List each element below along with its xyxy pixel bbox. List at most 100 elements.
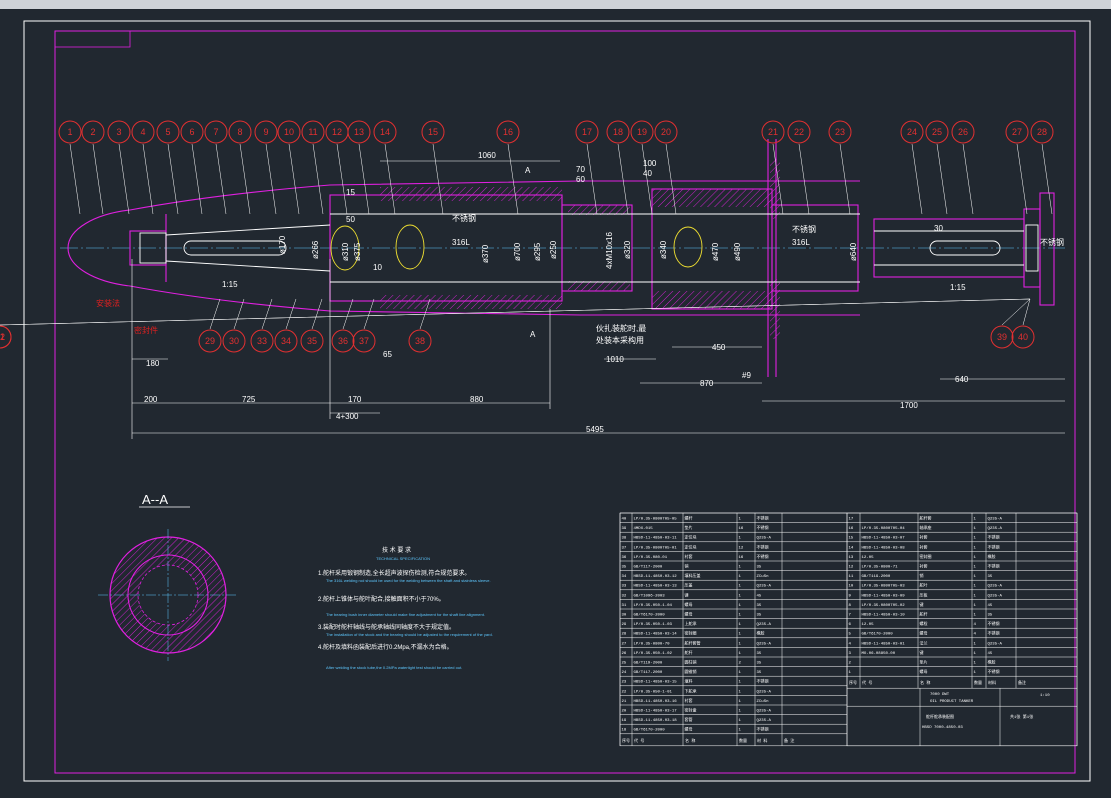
bom-cell-q: 1 <box>974 604 977 608</box>
bom-cell-name: 填料压盖 <box>685 572 701 579</box>
hatched-sections <box>380 159 780 339</box>
balloon-label: 29 <box>205 336 215 346</box>
section-a-a-view <box>98 529 238 661</box>
bom-cell-no: 20 <box>622 710 627 714</box>
balloon-label: 37 <box>359 336 369 346</box>
bom-cell-name: 螺母 <box>920 668 928 675</box>
bom-cell-name: 螺母 <box>685 726 693 733</box>
balloon-label: 18 <box>613 127 623 137</box>
material-cloud-marks <box>330 224 703 271</box>
balloon-4: 4 <box>131 120 155 144</box>
bom-header-right: 代 号 <box>862 679 872 686</box>
balloon-25: 25 <box>925 120 949 144</box>
corner-stamp-box <box>54 30 131 48</box>
balloon-32: 32 <box>0 325 12 349</box>
bom-cell-no: 4 <box>849 642 852 646</box>
outer-frame <box>23 20 1091 782</box>
bom-cell-code: LP/0.35-080-01 <box>634 555 668 560</box>
bracket-note-2: 处装本采构用 <box>596 335 644 345</box>
dia-490: ø490 <box>733 242 742 261</box>
bom-cell-name: 衬套 <box>685 697 693 704</box>
balloon-label: 13 <box>354 127 364 137</box>
balloon-label: 36 <box>338 336 348 346</box>
balloon-label: 33 <box>257 336 267 346</box>
bom-cell-code: LP/0.35-0800705-01 <box>634 545 678 550</box>
balloon-label: 30 <box>229 336 239 346</box>
bom-cell-no: 16 <box>849 527 854 531</box>
bom-cell-mat: 橡胶 <box>988 553 996 560</box>
bom-cell-no: 5 <box>849 633 852 637</box>
bom-cell-code: GB/T1096-2003 <box>634 593 666 598</box>
material-label-5: 不锈钢 <box>1040 237 1064 247</box>
bracket-note-1: 伙扎装舵时,最 <box>596 323 646 333</box>
bom-cell-mat: Q235-A <box>988 594 1003 598</box>
dia-700: ø700 <box>513 242 522 261</box>
bom-header-right: 序号 <box>849 679 857 686</box>
window-top-bar <box>0 0 1111 9</box>
bom-cell-name: 上舵承 <box>685 620 697 627</box>
bom-cell-no: 24 <box>622 671 627 675</box>
bom-header-left: 代 号 <box>634 737 644 744</box>
bom-cell-name: 圆锥销 <box>685 668 697 675</box>
bom-cell-q: 1 <box>739 604 742 608</box>
bom-cell-q: 1 <box>739 700 742 704</box>
dia-295: ø295 <box>533 242 542 261</box>
taper-right: 1:15 <box>950 283 966 292</box>
balloon-35: 35 <box>300 329 324 353</box>
bom-cell-code: LP/0.35-050-1-03 <box>634 622 673 627</box>
bom-cell-no: 37 <box>622 546 627 550</box>
bom-cell-no: 28 <box>622 633 627 637</box>
bom-header-right: 材料 <box>988 679 996 686</box>
balloon-23: 23 <box>828 120 852 144</box>
bom-cell-name: 法兰 <box>920 639 928 646</box>
dim-200: 200 <box>144 395 158 404</box>
dim-10: 10 <box>373 263 382 272</box>
bom-cell-q: 1 <box>739 537 742 541</box>
material-label-1: 不锈钢 <box>452 213 476 223</box>
bom-cell-name: 舵杆 <box>685 649 693 656</box>
bom-cell-mat: Q235-A <box>988 518 1003 522</box>
balloon-label: 28 <box>1037 127 1047 137</box>
balloon-label: 12 <box>332 127 342 137</box>
bom-cell-no: 19 <box>622 719 627 723</box>
red-note-1: 安装法 <box>96 298 120 308</box>
bom-cell-name: 衬套 <box>920 563 928 570</box>
balloon-40: 40 <box>1011 325 1035 349</box>
balloon-28: 28 <box>1030 120 1054 144</box>
bom-cell-no: 29 <box>622 623 627 627</box>
bom-cell-q: 16 <box>739 527 744 531</box>
balloon-30: 30 <box>222 329 246 353</box>
bom-cell-q: 1 <box>974 537 977 541</box>
bom-cell-no: 7 <box>849 614 852 618</box>
balloon-label: 8 <box>237 127 242 137</box>
bom-cell-q: 1 <box>739 566 742 570</box>
bom-cell-q: 1 <box>739 642 742 646</box>
section-mark-a-bottom: A <box>530 330 536 339</box>
bom-cell-no: 6 <box>849 623 852 627</box>
bom-cell-mat: 35 <box>757 652 762 656</box>
bom-cell-name: 密封盒 <box>685 707 697 714</box>
bom-cell-name: 螺母 <box>685 601 693 608</box>
balloon-label: 15 <box>428 127 438 137</box>
bom-cell-mat: 不锈钢 <box>757 543 769 550</box>
bom-cell-name: 轴承座 <box>920 524 932 531</box>
bom-cell-code: LP/0.35-050-1-02 <box>634 651 673 656</box>
balloon-label: 4 <box>140 127 145 137</box>
balloon-label: 40 <box>1018 332 1028 342</box>
balloon-label: 17 <box>582 127 592 137</box>
dia-266: ø266 <box>311 240 320 259</box>
